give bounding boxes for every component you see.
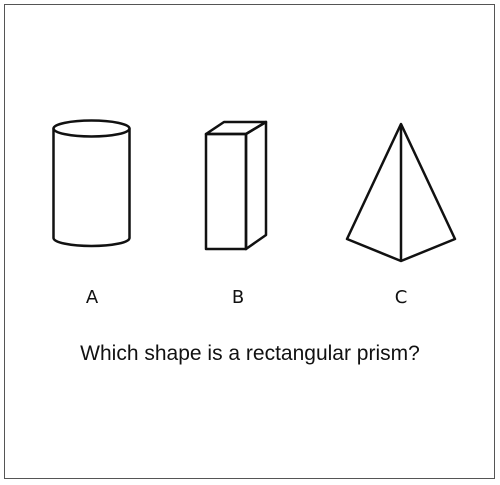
- shape-label-c: C: [394, 287, 408, 308]
- question-text: Which shape is a rectangular prism?: [80, 342, 420, 365]
- rectangular-prism-shape: [204, 120, 268, 251]
- shape-label-a: A: [85, 287, 99, 308]
- cylinder-shape: [52, 119, 131, 248]
- shape-label-b: B: [231, 287, 245, 308]
- figure-frame: [4, 4, 495, 479]
- pyramid-shape: [345, 122, 457, 263]
